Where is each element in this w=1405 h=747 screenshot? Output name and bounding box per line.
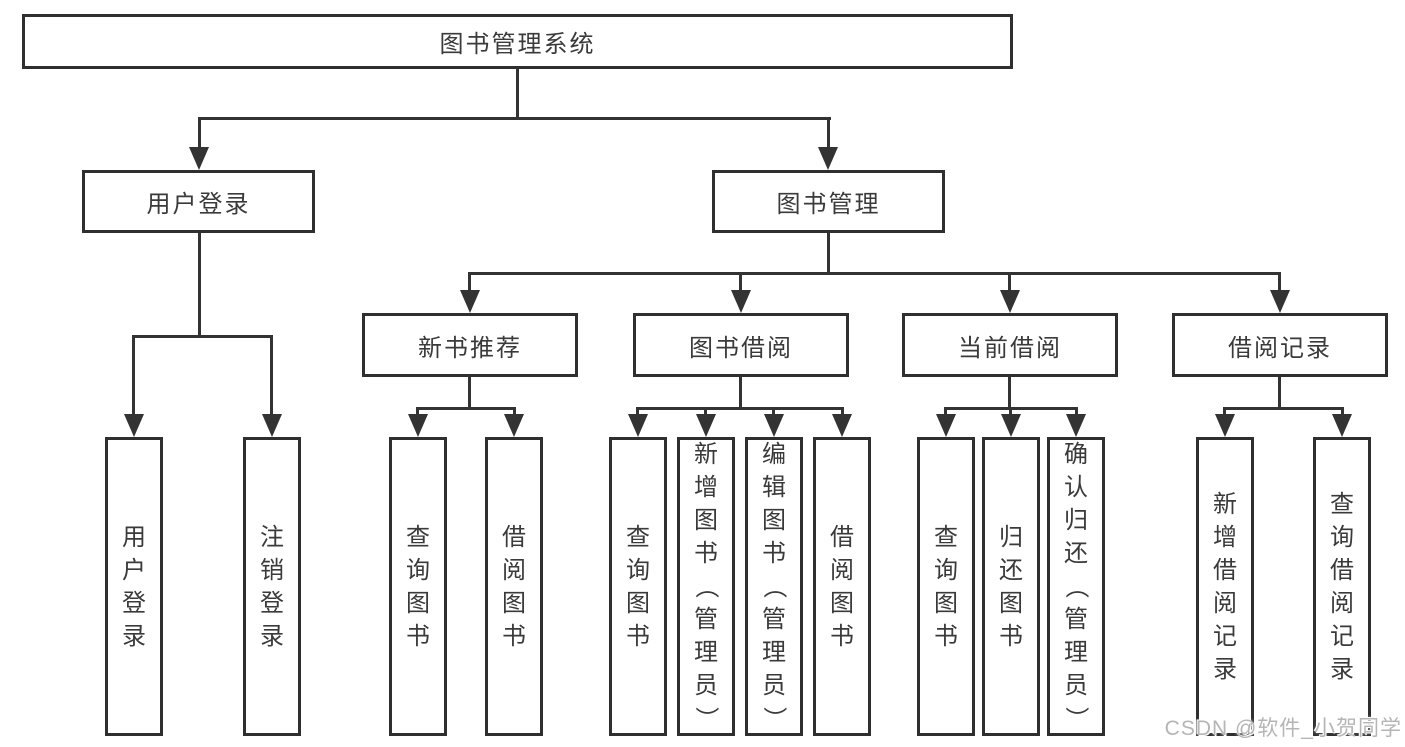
- connector-line: [270, 335, 273, 417]
- arrow-down-icon: [1000, 290, 1020, 313]
- connector-line: [772, 407, 775, 417]
- connector-line: [516, 69, 519, 117]
- connector-line: [1075, 407, 1078, 417]
- connector-line: [198, 117, 831, 120]
- node-book-management: 图书管理: [712, 170, 945, 233]
- node-label: 图书借阅: [689, 334, 793, 362]
- node-label: 新书推荐: [418, 334, 522, 362]
- node-label: 注销登录: [260, 523, 284, 650]
- connector-line: [198, 233, 201, 335]
- connector-line: [1341, 407, 1344, 417]
- node-label: 用户登录: [146, 191, 251, 218]
- connector-line: [739, 272, 742, 292]
- arrow-down-icon: [1215, 414, 1235, 437]
- node-label: 确认归还（管理员）: [1062, 441, 1090, 731]
- connector-line: [198, 117, 201, 150]
- connector-line: [1008, 272, 1011, 292]
- arrow-down-icon: [408, 414, 428, 437]
- leaf-query-borrow-record: 查询借阅记录: [1313, 437, 1371, 736]
- leaf-query-books-recommend: 查询图书: [389, 437, 447, 736]
- node-label: 查询图书: [406, 523, 430, 650]
- node-label: 图书管理系统: [439, 31, 596, 58]
- leaf-confirm-return-admin: 确认归还（管理员）: [1047, 437, 1105, 736]
- node-book-borrowing: 图书借阅: [633, 313, 849, 377]
- connector-line: [416, 407, 516, 410]
- watermark: CSDN @软件_小贺同学: [1164, 717, 1402, 740]
- node-label: 借阅图书: [502, 523, 526, 650]
- arrow-down-icon: [731, 290, 751, 313]
- connector-line: [827, 117, 830, 150]
- leaf-edit-book-admin: 编辑图书（管理员）: [745, 437, 803, 736]
- connector-line: [739, 377, 742, 407]
- connector-line: [468, 272, 471, 292]
- arrow-down-icon: [460, 290, 480, 313]
- connector-line: [513, 407, 516, 417]
- connector-line: [1223, 407, 1226, 417]
- connector-line: [704, 407, 707, 417]
- connector-line: [944, 407, 947, 417]
- leaf-user-login: 用户登录: [105, 437, 163, 736]
- connector-line: [1223, 407, 1344, 410]
- node-label: 新增借阅记录: [1213, 490, 1237, 683]
- arrow-down-icon: [1001, 414, 1021, 437]
- arrow-down-icon: [696, 414, 716, 437]
- arrow-down-icon: [262, 414, 282, 437]
- connector-line: [636, 407, 844, 410]
- connector-line: [1008, 377, 1011, 407]
- node-label: 图书管理: [776, 191, 881, 218]
- arrow-down-icon: [1332, 414, 1352, 437]
- connector-line: [841, 407, 844, 417]
- connector-line: [1278, 377, 1281, 407]
- node-borrowing-records: 借阅记录: [1172, 313, 1388, 377]
- node-label: 借阅图书: [830, 523, 854, 650]
- arrow-down-icon: [764, 414, 784, 437]
- arrow-down-icon: [504, 414, 524, 437]
- arrow-down-icon: [1066, 414, 1086, 437]
- connector-line: [636, 407, 639, 417]
- leaf-query-books-borrowing: 查询图书: [609, 437, 667, 736]
- connector-line: [468, 272, 1281, 275]
- connector-line: [468, 377, 471, 407]
- connector-line: [1009, 407, 1012, 417]
- leaf-return-books: 归还图书: [982, 437, 1040, 736]
- node-label: 编辑图书（管理员）: [760, 441, 788, 731]
- arrow-down-icon: [1270, 290, 1290, 313]
- leaf-add-borrow-record: 新增借阅记录: [1196, 437, 1254, 736]
- node-label: 用户登录: [122, 523, 146, 650]
- node-label: 归还图书: [999, 523, 1023, 650]
- connector-line: [1278, 272, 1281, 292]
- connector-line: [132, 335, 135, 417]
- node-library-management-system: 图书管理系统: [22, 14, 1013, 69]
- leaf-borrow-books-recommend: 借阅图书: [485, 437, 543, 736]
- arrow-down-icon: [818, 147, 838, 170]
- arrow-down-icon: [936, 414, 956, 437]
- leaf-borrow-books: 借阅图书: [813, 437, 871, 736]
- node-user-login: 用户登录: [82, 170, 315, 233]
- arrow-down-icon: [124, 414, 144, 437]
- arrow-down-icon: [832, 414, 852, 437]
- leaf-logout: 注销登录: [243, 437, 301, 736]
- connector-line: [416, 407, 419, 417]
- node-new-book-recommendation: 新书推荐: [362, 313, 578, 377]
- leaf-query-books-current: 查询图书: [917, 437, 975, 736]
- arrow-down-icon: [189, 147, 209, 170]
- node-current-borrowing: 当前借阅: [902, 313, 1118, 377]
- node-label: 查询图书: [934, 523, 958, 650]
- node-label: 借阅记录: [1228, 334, 1332, 362]
- connector-line: [132, 335, 273, 338]
- leaf-add-book-admin: 新增图书（管理员）: [677, 437, 735, 736]
- node-label: 新增图书（管理员）: [692, 441, 720, 731]
- node-label: 查询借阅记录: [1330, 490, 1354, 683]
- arrow-down-icon: [628, 414, 648, 437]
- node-label: 当前借阅: [958, 334, 1062, 362]
- connector-line: [827, 233, 830, 272]
- node-label: 查询图书: [626, 523, 650, 650]
